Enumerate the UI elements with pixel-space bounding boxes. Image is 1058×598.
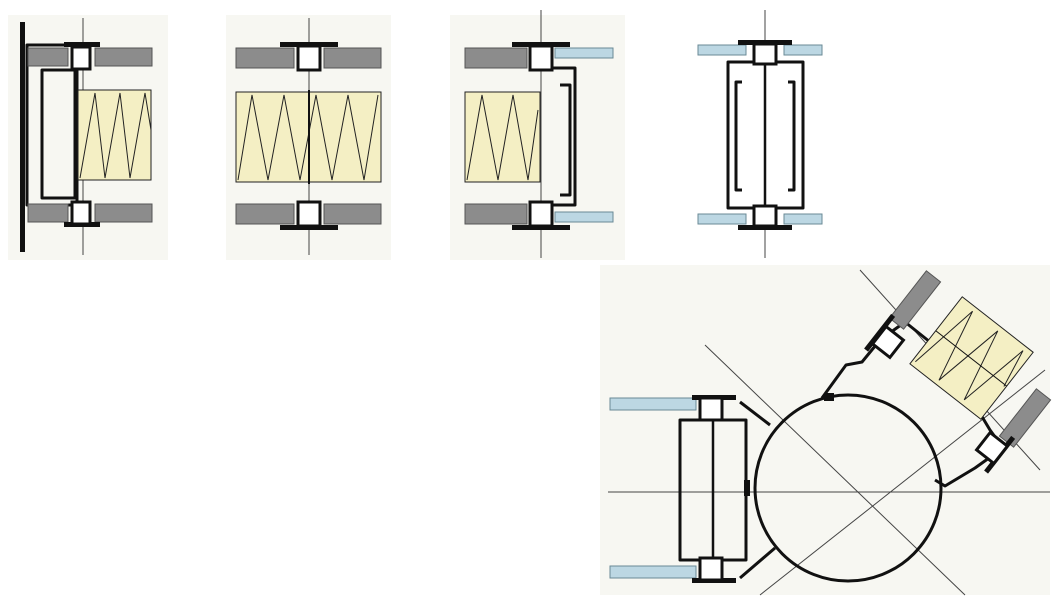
mullion-clamp-top xyxy=(70,45,92,71)
mullion-clamp-top xyxy=(752,42,778,66)
round-mullion-hub xyxy=(753,393,943,583)
mullion-clamp-bottom xyxy=(296,200,322,228)
hub-fixing-top xyxy=(824,393,834,401)
detail-corner-junction xyxy=(600,265,1052,596)
glass-panel-left-bottom xyxy=(609,565,697,579)
insulation-zigzag xyxy=(915,310,1024,401)
rotated-insulated-unit xyxy=(909,296,1034,420)
glass-panel-top-left xyxy=(697,44,747,56)
opaque-panel-bottom-right xyxy=(323,203,382,225)
mullion-clamp-angled-top xyxy=(870,324,906,360)
opaque-panel-top xyxy=(464,47,528,69)
detail-double-glazed xyxy=(697,10,823,258)
opaque-panel-bottom-right xyxy=(94,203,153,223)
wall-plate xyxy=(20,22,25,252)
opaque-panel-angled-right xyxy=(998,388,1052,448)
glass-panel-top xyxy=(554,47,614,59)
mullion-clamp-left-bottom xyxy=(698,556,724,582)
opaque-panel-top-right xyxy=(94,47,153,67)
mullion-clamp-bottom xyxy=(70,200,92,226)
opaque-panel-bottom-left xyxy=(27,203,69,223)
opaque-panel-bottom xyxy=(464,203,528,225)
insulation-zigzag xyxy=(466,94,539,181)
left-mullion-link-top xyxy=(739,400,771,427)
opaque-panel-top-left xyxy=(27,47,69,67)
frame-inner-profile xyxy=(560,83,572,197)
hub-fixing-left xyxy=(744,480,750,496)
frame-inner-left xyxy=(734,80,742,192)
left-mullion-link-bottom xyxy=(739,546,776,580)
axis-diagonal-b xyxy=(759,369,1046,596)
mullion-clamp-top xyxy=(296,44,322,72)
insulation-divider xyxy=(935,330,1007,387)
detail-insulated-to-glazed xyxy=(450,10,625,260)
mullion-clamp-bottom xyxy=(528,200,554,228)
glass-panel-bottom xyxy=(554,211,614,223)
mullion-clamp-bottom xyxy=(752,204,778,228)
glass-panel-bottom-left xyxy=(697,213,747,225)
insulation-zigzag xyxy=(79,92,152,179)
axis-diagonal-a xyxy=(704,344,966,596)
detail-double-insulated xyxy=(226,15,391,260)
pressure-plate-top xyxy=(64,42,100,47)
mullion-clamp-top xyxy=(528,44,554,72)
frame-profile xyxy=(541,66,577,207)
mullion-clamp-angled-right xyxy=(974,430,1010,466)
detail-wall-connection xyxy=(8,15,168,260)
mullion-clamp-left-top xyxy=(698,396,724,422)
insulation-block xyxy=(77,89,152,181)
opaque-panel-top-left xyxy=(235,47,295,69)
glass-panel-bottom-right xyxy=(783,213,823,225)
opaque-panel-bottom-left xyxy=(235,203,295,225)
opaque-panel-top-right xyxy=(323,47,382,69)
frame-inner-right xyxy=(788,80,796,192)
frame-inner-profile xyxy=(40,68,77,200)
glass-panel-top-right xyxy=(783,44,823,56)
opaque-panel-angled-top xyxy=(888,270,942,330)
glass-panel-left-top xyxy=(609,397,697,411)
insulation-block xyxy=(464,91,541,183)
